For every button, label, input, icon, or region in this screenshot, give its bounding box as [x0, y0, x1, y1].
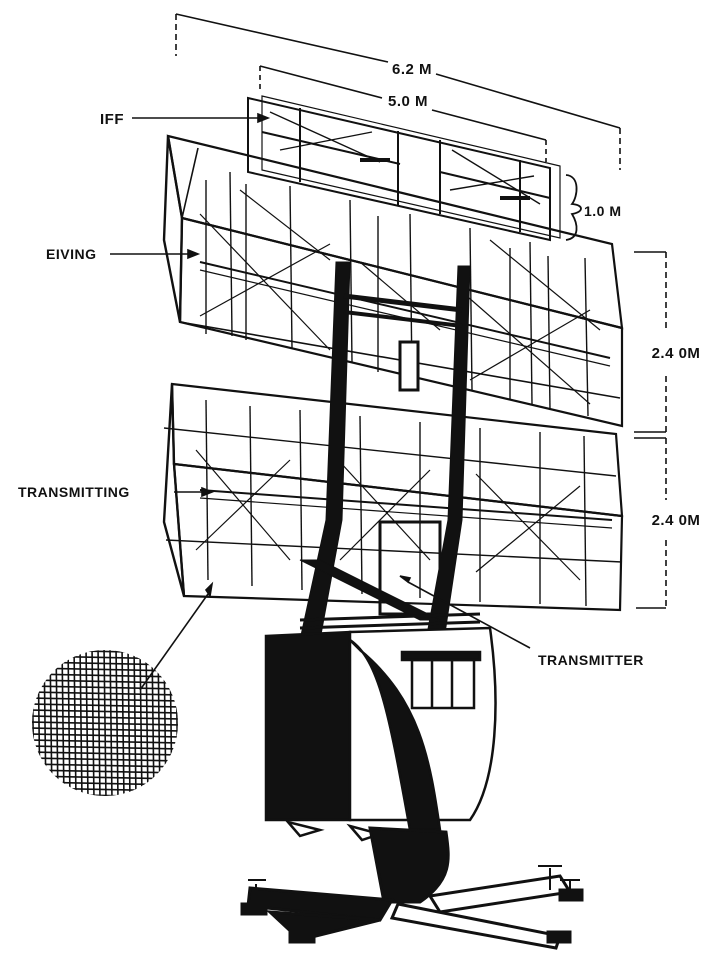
mesh-wire	[91, 650, 95, 796]
mesh-wire	[55, 650, 59, 796]
tripod-base	[240, 826, 584, 950]
mesh-wire	[49, 650, 53, 796]
transmitting-array	[162, 382, 624, 612]
mesh-wire	[163, 650, 167, 796]
mesh-wire	[37, 650, 41, 796]
mesh-wire	[133, 650, 137, 796]
transmitting-height-label: 2.4 0M	[652, 512, 701, 529]
mesh-wire	[121, 650, 125, 796]
mesh-wire	[139, 650, 143, 796]
mesh-wire	[175, 650, 178, 796]
mesh-wire	[79, 650, 83, 796]
leader-lines	[110, 112, 531, 691]
overall-width-label: 6.2 M	[392, 61, 432, 78]
receiving-height-label: 2.4 0M	[652, 345, 701, 362]
iff-height-label: 1.0 M	[584, 203, 622, 219]
mesh-wire	[61, 650, 65, 796]
mesh-wire	[32, 650, 35, 796]
iff-label: IFF	[100, 111, 124, 128]
receiving-array	[162, 134, 624, 428]
mesh-wire	[32, 787, 178, 792]
mesh-wire	[169, 650, 173, 796]
mesh-wire	[109, 650, 113, 796]
mesh-wire	[157, 650, 161, 796]
transmitting-label: TRANSMITTING	[18, 484, 130, 500]
mesh-wire	[85, 650, 89, 796]
iff-width-label: 5.0 M	[388, 93, 428, 110]
mesh-wire	[127, 650, 131, 796]
mesh-wire	[32, 650, 178, 654]
mesh-wire	[103, 650, 107, 796]
receiving-label: EIVING	[46, 246, 96, 262]
pedestal-cabinet	[264, 612, 497, 842]
transmitter-label: TRANSMITTER	[538, 652, 644, 668]
dimension-receiving-height	[634, 251, 667, 439]
mesh-wire	[67, 650, 71, 796]
mesh-wire	[43, 650, 47, 796]
mesh-wire	[32, 793, 178, 796]
mesh-wire	[73, 650, 77, 796]
mesh-wire	[115, 650, 119, 796]
wire-mesh-detail	[32, 650, 178, 796]
mesh-wire	[32, 655, 178, 660]
mesh-wire	[97, 650, 101, 796]
dimension-transmitting-height	[636, 438, 667, 609]
dimension-overall-width	[175, 13, 621, 170]
mesh-wire	[145, 650, 149, 796]
iff-array	[247, 95, 561, 242]
dimension-iff-height	[565, 174, 582, 241]
dimension-iff-width	[259, 65, 547, 162]
mesh-wire	[151, 650, 155, 796]
